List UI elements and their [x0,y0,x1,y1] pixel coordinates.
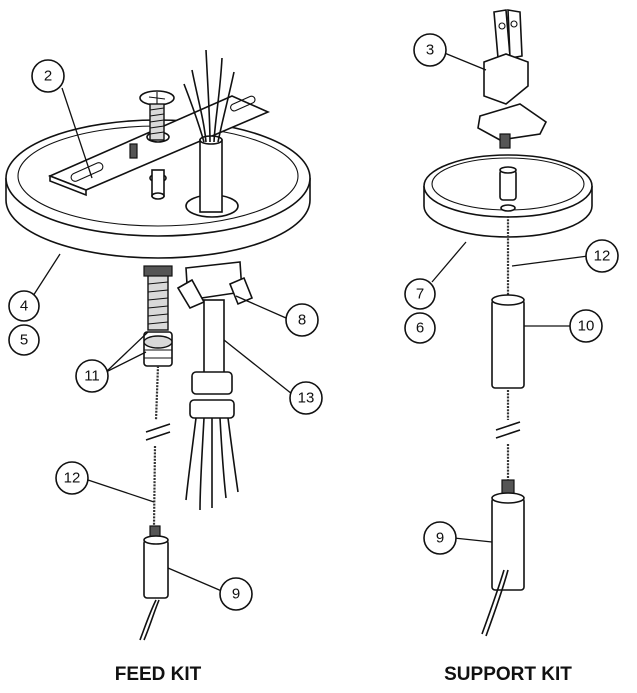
feed-wire-sleeve [183,49,235,213]
ceiling-bracket [477,9,548,149]
callout-9: 9 [219,577,253,611]
callout-9-support: 9 [423,521,457,555]
callout-10: 10 [569,309,603,343]
mounting-screw [139,90,175,141]
support-kit: 3 12 7 6 10 9 SUPPORT KIT [404,9,619,685]
callout-12-support: 12 [585,239,619,273]
strain-relief [176,261,254,381]
feed-kit: 2 4 5 8 11 13 12 9 FEED KIT [5,49,323,685]
support-gripper [481,479,525,637]
svg-text:2: 2 [44,68,52,85]
svg-text:10: 10 [578,318,595,335]
callout-11: 11 [75,359,109,393]
feed-kit-title: FEED KIT [115,664,202,685]
support-cylinder [491,294,525,389]
callout-6: 6 [404,312,436,344]
callout-4: 4 [8,290,40,322]
callout-7: 7 [404,278,436,310]
svg-text:9: 9 [232,586,240,603]
feed-gripper [139,525,169,641]
threaded-nipple [143,265,173,331]
callout-2: 2 [31,59,65,93]
ground-screw [129,143,167,200]
wire-bundle [185,371,239,511]
callout-5: 5 [8,324,40,356]
svg-text:12: 12 [594,248,611,265]
svg-text:3: 3 [426,42,434,59]
svg-text:7: 7 [416,286,424,303]
svg-text:6: 6 [416,320,424,337]
callout-13: 13 [289,381,323,415]
support-cable [495,216,521,480]
svg-text:11: 11 [84,368,100,385]
callout-3: 3 [413,33,447,67]
support-canopy [423,154,593,238]
svg-text:8: 8 [298,312,306,329]
callout-12: 12 [55,461,89,495]
feed-cable [145,365,171,527]
cord-grip [143,331,173,367]
svg-text:13: 13 [298,390,315,407]
support-kit-title: SUPPORT KIT [444,664,572,685]
svg-text:9: 9 [436,530,444,547]
callout-8: 8 [285,303,319,337]
svg-text:12: 12 [64,470,81,487]
svg-text:4: 4 [20,298,28,315]
svg-text:5: 5 [20,332,28,349]
